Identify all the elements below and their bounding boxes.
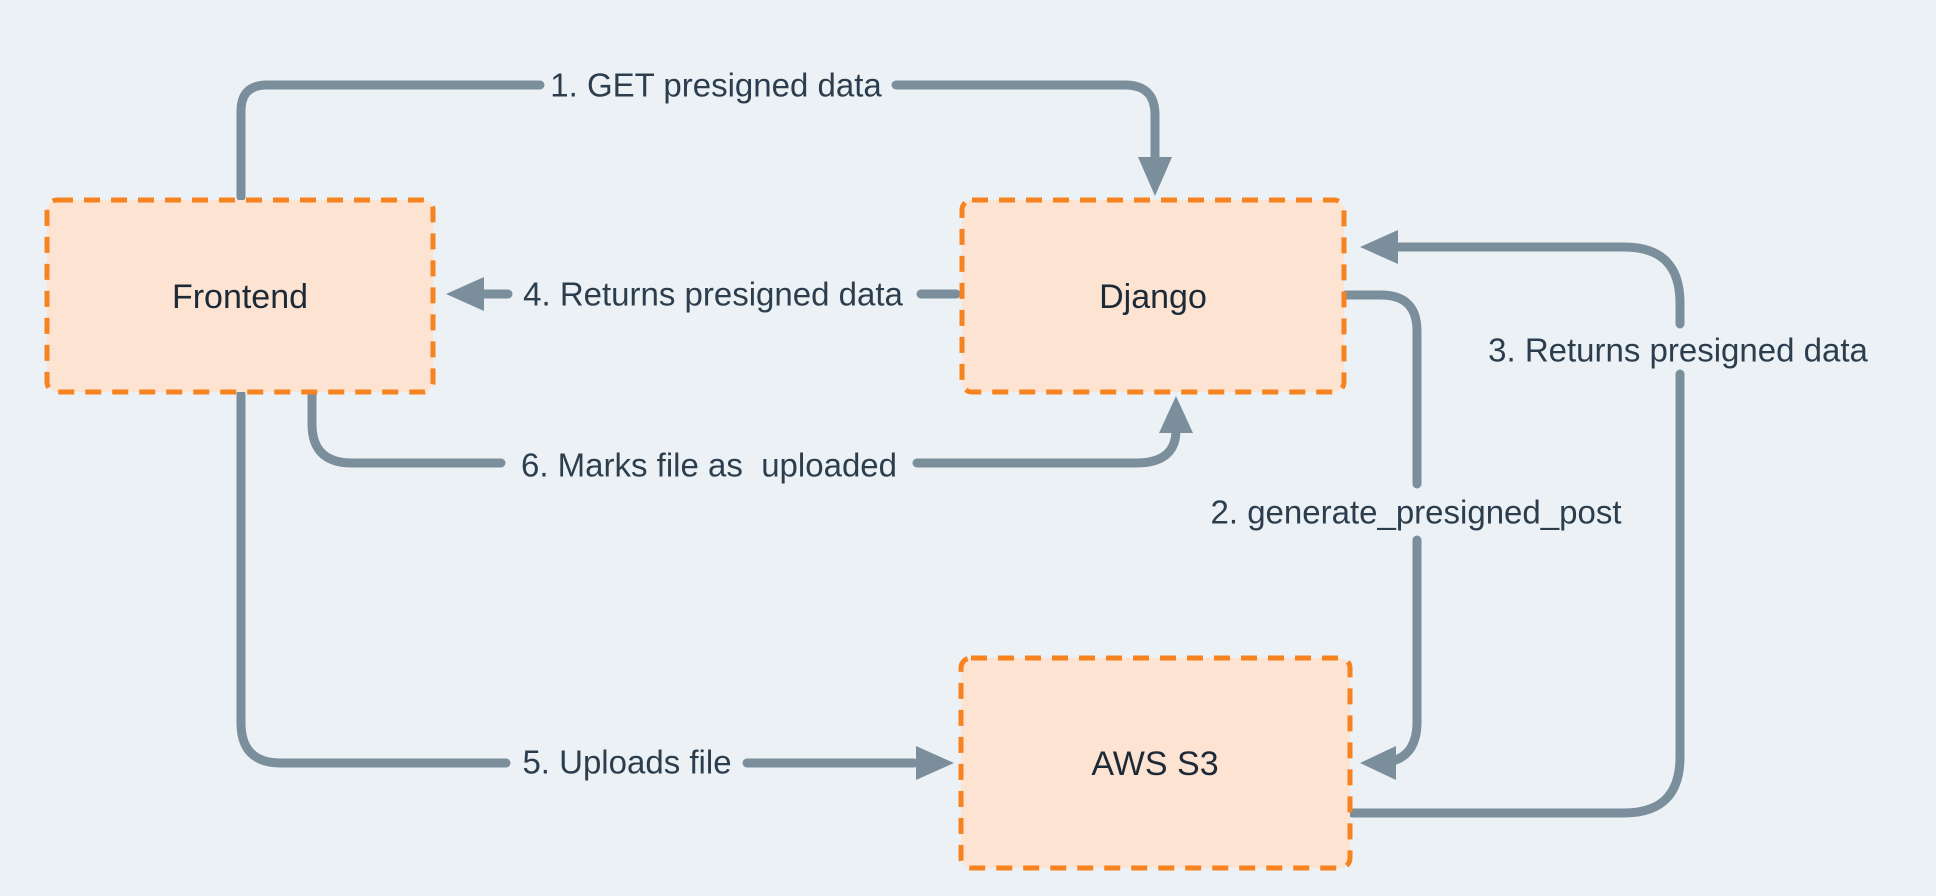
frontend-box (44, 197, 436, 395)
edge-2-line-start (1340, 290, 1422, 489)
edge-6-line-end (912, 425, 1181, 468)
edge-6-marks-file-as-uploaded: 6. Marks file as uploaded (307, 389, 1193, 484)
node-aws-s3: AWS S3 (958, 655, 1353, 871)
edge-1-get-presigned-data: 1. GET presigned data (236, 67, 1172, 202)
edge-1-label: 1. GET presigned data (550, 67, 882, 104)
edge-1-arrowhead-down (1138, 157, 1172, 196)
aws-s3-label: AWS S3 (1091, 745, 1218, 783)
node-frontend: Frontend (44, 197, 436, 395)
frontend-label: Frontend (172, 278, 308, 316)
edge-5-label: 5. Uploads file (522, 744, 731, 781)
edge-5-line-start (236, 389, 511, 768)
edge-4-label: 4. Returns presigned data (523, 276, 903, 313)
edge-6-label: 6. Marks file as uploaded (521, 447, 897, 484)
edge-6-arrowhead-up (1159, 396, 1193, 433)
edge-4-arrowhead-left (446, 277, 484, 311)
edge-3-returns-presigned-data: 3. Returns presigned data (1347, 230, 1869, 818)
edge-2-generate-presigned-post: 2. generate_presigned_post (1211, 290, 1622, 780)
django-label: Django (1099, 278, 1207, 316)
edge-3-line-end (1393, 242, 1685, 329)
edge-3-line-start (1347, 369, 1685, 818)
edge-3-arrowhead-left (1360, 230, 1398, 264)
node-django: Django (959, 197, 1347, 395)
edge-2-label: 2. generate_presigned_post (1211, 494, 1622, 531)
edge-1-line-end (891, 80, 1160, 163)
edge-1-line-start (236, 80, 545, 202)
edge-6-line-start (307, 389, 506, 468)
edge-5-arrowhead-right (916, 746, 954, 780)
aws-s3-box (958, 655, 1353, 871)
edge-2-line-end (1372, 535, 1422, 768)
edge-4-returns-presigned-data: 4. Returns presigned data (446, 276, 961, 313)
edge-2-arrowhead-left (1360, 746, 1396, 780)
edge-5-uploads-file: 5. Uploads file (236, 389, 954, 781)
edge-3-label: 3. Returns presigned data (1488, 332, 1868, 369)
django-box (959, 197, 1347, 395)
